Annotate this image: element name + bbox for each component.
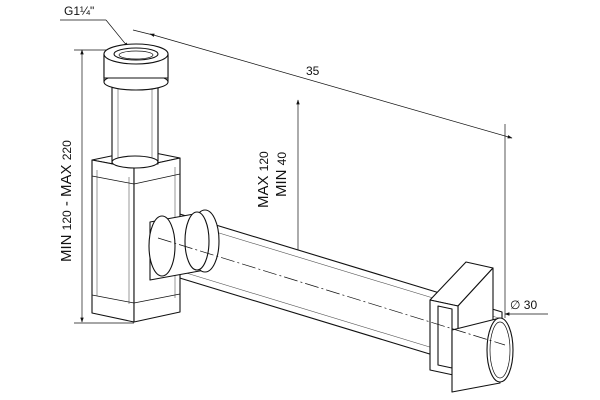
- length-dimension: 35: [132, 29, 513, 318]
- outlet-nut: [148, 209, 220, 281]
- top-nut-thread: [118, 50, 154, 60]
- pipe-end-inner: [489, 321, 511, 379]
- trap-band-bottom: [91, 294, 135, 304]
- height-min-value: 120: [60, 210, 74, 230]
- pipe-end-outer: [486, 317, 514, 383]
- inner-max-label: MAX 120: [255, 151, 272, 208]
- rosette-opening: [437, 305, 453, 369]
- thread-leader: [105, 19, 129, 48]
- trap-band-top-side: [133, 173, 181, 185]
- inner-min-value: 40: [275, 152, 289, 166]
- wall-distance-dimension: MAX 120 MIN 40: [255, 99, 300, 271]
- height-max-value: 220: [60, 140, 74, 160]
- pipe-centre-line: [157, 237, 506, 346]
- inlet-tube-collar: [111, 155, 159, 169]
- trap-front-face: [91, 159, 135, 323]
- inner-max-word: MAX: [255, 175, 272, 208]
- diameter-callout: ∅ 30: [504, 298, 548, 316]
- inner-min-word: MIN: [273, 170, 290, 198]
- height-dimension: MIN 120 - MAX 220: [58, 49, 134, 324]
- trap-band-top: [91, 175, 135, 185]
- height-separator: -: [58, 197, 75, 210]
- top-nut-opening: [113, 47, 159, 61]
- trap-band-bottom-side: [133, 293, 181, 304]
- height-label: MIN 120 - MAX 220: [58, 140, 75, 262]
- outlet-nut-ring-inner: [184, 211, 210, 271]
- thread-callout: G1¼": [60, 4, 129, 48]
- height-max-word: MAX: [58, 164, 75, 197]
- top-nut: [103, 43, 169, 91]
- outlet-nut-face: [148, 215, 176, 277]
- height-min-word: MIN: [58, 235, 75, 263]
- pipe-end: [451, 317, 514, 393]
- length-dimension-line: [149, 33, 513, 139]
- length-label: 35: [306, 64, 320, 78]
- inner-max-value: 120: [257, 151, 271, 171]
- inner-min-label: MIN 40: [273, 152, 290, 197]
- thread-label: G1¼": [64, 4, 94, 18]
- diameter-label: ∅ 30: [510, 298, 537, 312]
- length-extension-line-left: [132, 29, 154, 36]
